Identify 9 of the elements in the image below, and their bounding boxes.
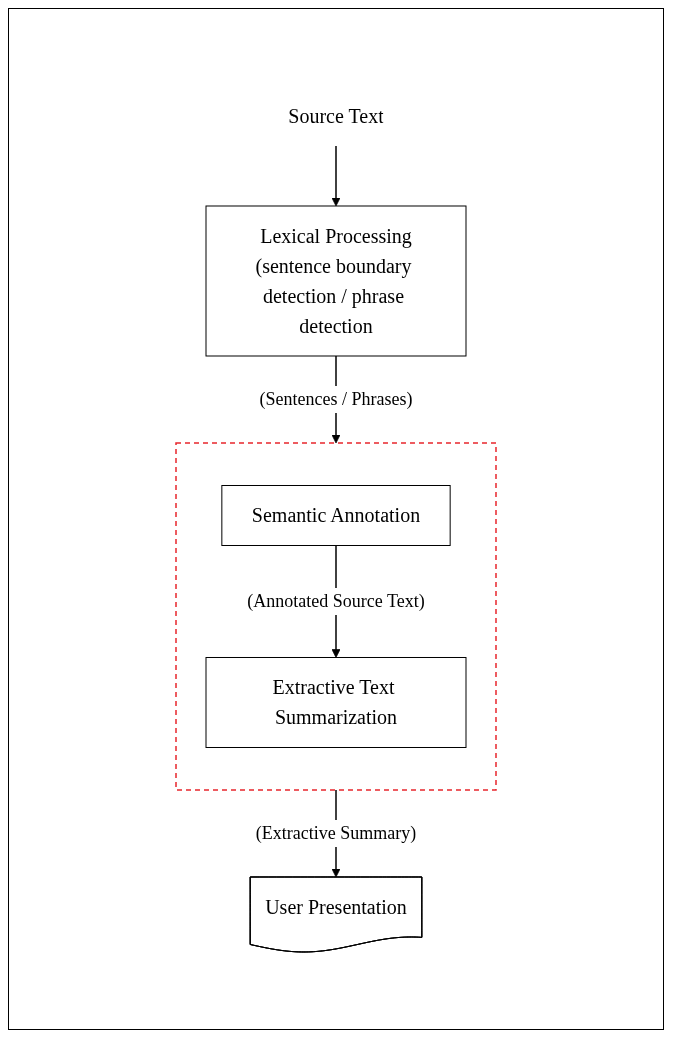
edge-label: (Annotated Source Text) bbox=[247, 591, 425, 611]
node-box: Extractive Text Summarization bbox=[205, 657, 467, 748]
node-box: Semantic Annotation bbox=[221, 485, 451, 546]
edge-label: (Sentences / Phrases) bbox=[259, 389, 413, 409]
cluster bbox=[175, 442, 497, 791]
arrow bbox=[331, 145, 341, 207]
node-box: Lexical Processing (sentence boundary detection / phrase detection bbox=[205, 205, 467, 357]
node-text: Source Text bbox=[288, 105, 384, 127]
edge-label: (Extractive Summary) bbox=[255, 822, 417, 843]
